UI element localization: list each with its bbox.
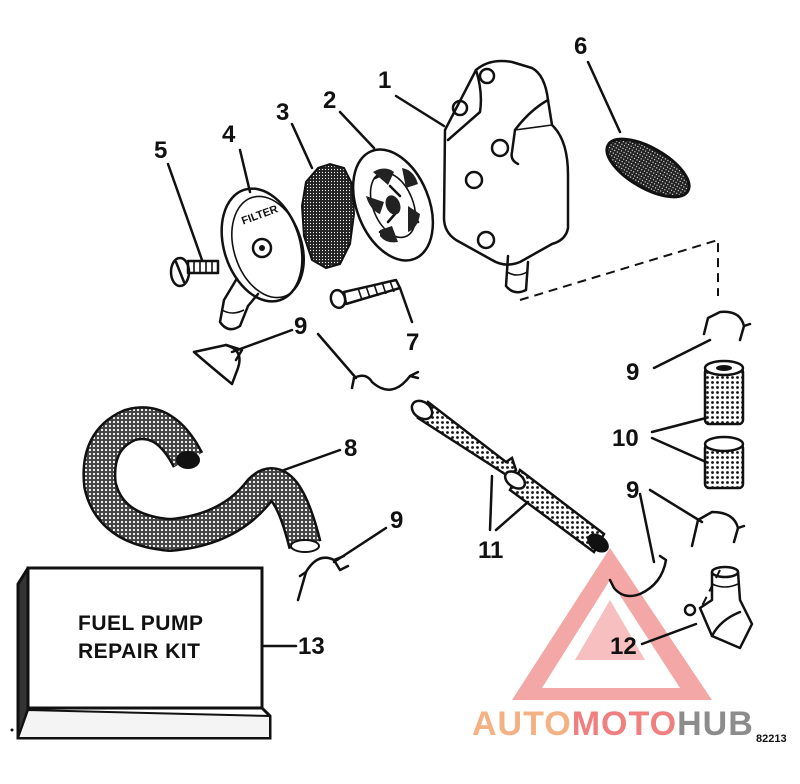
part-10-filter-element-upper [703, 359, 745, 426]
part-3-screen [300, 162, 356, 270]
watermark-logo: AUTOMOTOHUB [472, 548, 754, 743]
part-11-filter-tube-a [410, 399, 518, 478]
callout-8: 8 [344, 435, 357, 462]
callout-4: 4 [222, 121, 236, 148]
watermark-triangle [512, 548, 712, 700]
callout-3: 3 [276, 99, 289, 126]
scan-speck [10, 728, 14, 732]
callout-1: 1 [378, 67, 391, 94]
part-9-clamp-e [690, 510, 746, 548]
filter-stamp: FILTER [240, 203, 280, 227]
part-9-clamp-c [296, 554, 350, 602]
callout-10: 10 [612, 425, 639, 452]
callout-11: 11 [478, 537, 503, 564]
part-9-clamp-d [702, 310, 752, 342]
callout-5: 5 [154, 137, 167, 164]
callout-9-upper: 9 [294, 313, 307, 340]
callout-6: 6 [574, 33, 587, 60]
part-2-filter-plate [351, 148, 435, 262]
part-8-fuel-hose [82, 406, 322, 553]
assembly-line-pump [519, 238, 719, 301]
leader-lines [166, 60, 712, 648]
part-4-filter-cover: FILTER [218, 187, 305, 331]
callout-9-right-a: 9 [626, 359, 639, 386]
watermark-text: AUTOMOTOHUB [472, 705, 754, 743]
callout-2: 2 [323, 87, 336, 114]
part-9-clamp-b [350, 370, 420, 391]
part-13-repair-kit: FUEL PUMP REPAIR KIT [16, 566, 272, 740]
part-6-gasket [605, 137, 691, 199]
part-1-pump-body [442, 59, 570, 294]
callout-13: 13 [298, 633, 325, 660]
repair-kit-label-line1: FUEL PUMP [78, 612, 203, 635]
part-12-elbow-fitting [683, 565, 754, 650]
part-5-screw [169, 256, 220, 288]
part-9-clamp-a [192, 343, 244, 386]
callout-9-lower: 9 [390, 507, 403, 534]
callout-12: 12 [610, 633, 637, 660]
callout-9-right-b: 9 [626, 477, 639, 504]
part-10-filter-element-lower [703, 435, 745, 490]
callout-numbers: 1 2 3 4 5 6 7 8 9 9 9 9 10 11 12 13 [154, 33, 639, 660]
part-11-filter-tube-b [503, 468, 609, 554]
figure-code: 82213 [756, 733, 787, 745]
repair-kit-label-line2: REPAIR KIT [78, 640, 200, 663]
part-7-long-screw [329, 278, 402, 310]
callout-7: 7 [406, 329, 419, 356]
part-9-clamp-f [608, 554, 668, 598]
